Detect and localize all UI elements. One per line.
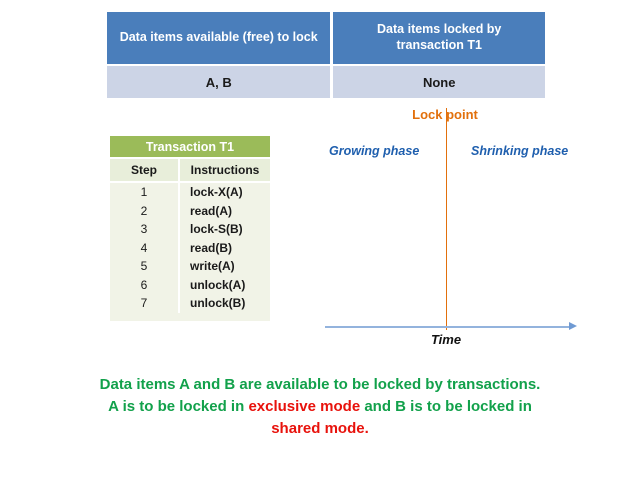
caption-line-3-period: .	[364, 420, 369, 437]
caption-line-2-pre: A is to be locked in	[108, 398, 249, 415]
instruction-text: read(B)	[180, 238, 270, 257]
table-bottom-padding-row	[110, 312, 270, 321]
two-phase-locking-diagram: Lock point Growing phase Shrinking phase…	[320, 100, 610, 350]
status-value-available: A, B	[107, 66, 334, 98]
column-header-instructions: Instructions	[180, 159, 270, 183]
time-axis-label: Time	[430, 332, 462, 347]
time-axis-line	[325, 326, 571, 328]
table-row: 6 unlock(A)	[110, 275, 270, 294]
transaction-title: Transaction T1	[110, 136, 270, 159]
transaction-column-header-row: Step Instructions	[110, 159, 270, 183]
status-table-value-row: A, B None	[107, 66, 545, 98]
table-row: 4 read(B)	[110, 238, 270, 257]
caption-highlight-shared-mode: shared mode	[271, 420, 365, 437]
table-row: 2 read(A)	[110, 201, 270, 220]
caption-highlight-exclusive-mode: exclusive mode	[248, 398, 361, 415]
caption-line-2: A is to be locked in exclusive mode and …	[40, 396, 600, 418]
column-header-step: Step	[110, 159, 180, 183]
status-table-header-row: Data items available (free) to lock Data…	[107, 12, 545, 66]
instruction-text: unlock(B)	[180, 294, 270, 313]
table-row: 7 unlock(B)	[110, 294, 270, 313]
time-axis-arrow-icon	[569, 322, 577, 330]
caption-line-1: Data items A and B are available to be l…	[99, 376, 541, 393]
growing-phase-label: Growing phase	[329, 144, 420, 158]
table-row: 5 write(A)	[110, 257, 270, 276]
lock-point-label: Lock point	[412, 107, 478, 122]
instruction-text: lock-X(A)	[180, 183, 270, 202]
table-pad-cell	[180, 312, 270, 321]
step-number: 2	[110, 201, 180, 220]
lock-point-divider-line	[446, 108, 447, 330]
step-number: 4	[110, 238, 180, 257]
instruction-text: write(A)	[180, 257, 270, 276]
step-number: 3	[110, 220, 180, 239]
status-header-available: Data items available (free) to lock	[107, 12, 334, 66]
shrinking-phase-label: Shrinking phase	[471, 144, 569, 158]
step-number: 5	[110, 257, 180, 276]
caption-line-2-post: and B is to be locked in	[360, 398, 532, 415]
lock-status-table: Data items available (free) to lock Data…	[107, 12, 545, 98]
step-number: 6	[110, 275, 180, 294]
caption-line-3: shared mode.	[40, 418, 600, 440]
instruction-text: lock-S(B)	[180, 220, 270, 239]
table-row: 3 lock-S(B)	[110, 220, 270, 239]
step-number: 1	[110, 183, 180, 202]
status-value-locked: None	[333, 66, 545, 98]
table-row: 1 lock-X(A)	[110, 183, 270, 202]
instruction-text: unlock(A)	[180, 275, 270, 294]
step-number: 7	[110, 294, 180, 313]
instruction-text: read(A)	[180, 201, 270, 220]
transaction-t1-table: Transaction T1 Step Instructions 1 lock-…	[110, 136, 270, 321]
table-pad-cell	[110, 312, 180, 321]
transaction-title-row: Transaction T1	[110, 136, 270, 159]
caption-text: Data items A and B are available to be l…	[40, 374, 600, 440]
status-header-locked: Data items locked by transaction T1	[333, 12, 545, 66]
